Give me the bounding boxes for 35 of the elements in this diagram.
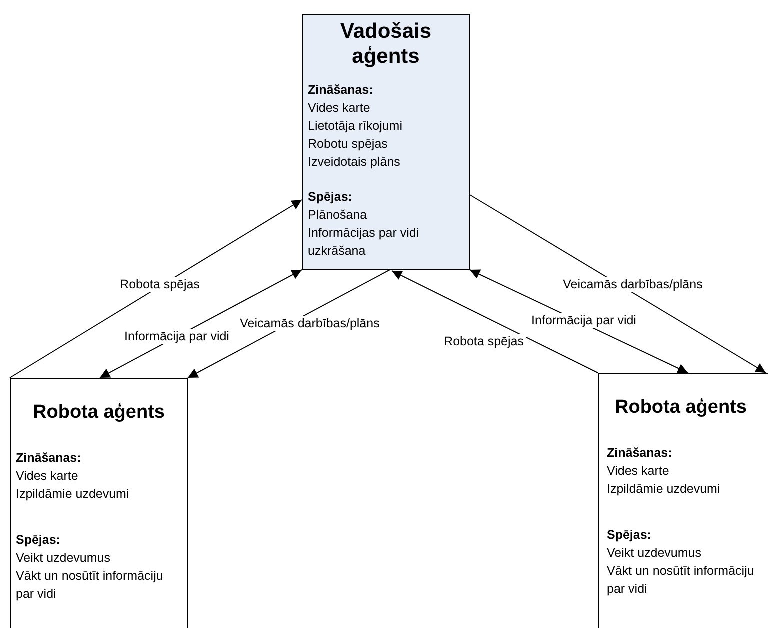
section-heading: Zināšanas: bbox=[16, 450, 82, 467]
section-heading: Spējas: bbox=[607, 527, 652, 544]
list-item: Vides karte bbox=[607, 463, 670, 480]
agent-box bbox=[302, 14, 470, 270]
edge-label: Veicamās darbības/plāns bbox=[238, 316, 382, 332]
agent-box bbox=[598, 373, 768, 628]
list-item: Izveidotais plāns bbox=[308, 154, 402, 171]
edge-label: Robota spējas bbox=[118, 278, 202, 292]
list-item: Robotu spējas bbox=[308, 136, 389, 153]
section-heading: Zināšanas: bbox=[308, 82, 374, 99]
edge-label: Informācija par vidi bbox=[530, 314, 638, 328]
section-heading: Spējas: bbox=[308, 189, 354, 206]
list-item: Informācijas par vidi uzkrāšana bbox=[308, 225, 420, 260]
edge-label: Informācija par vidi bbox=[122, 330, 232, 344]
edge-label: Veicamās darbības/plāns bbox=[561, 278, 705, 292]
edge-label: Robota spējas bbox=[442, 334, 526, 350]
list-item: Vides karte bbox=[16, 468, 80, 485]
arrow bbox=[10, 200, 302, 378]
box-title: Robota aģents bbox=[32, 401, 166, 425]
list-item: Veikt uzdevumus bbox=[16, 550, 112, 567]
list-item: Izpildāmie uzdevumi bbox=[607, 481, 722, 498]
list-item: Vides karte bbox=[308, 100, 372, 117]
list-item: Vākt un nosūtīt informāciju par vidi bbox=[16, 568, 164, 603]
box-title: Vadošais aģents bbox=[339, 19, 433, 69]
list-item: Veikt uzdevumus bbox=[607, 545, 702, 562]
agent-box bbox=[10, 378, 188, 628]
list-item: Izpildāmie uzdevumi bbox=[16, 486, 130, 503]
list-item: Vākt un nosūtīt informāciju par vidi bbox=[607, 563, 756, 598]
section-heading: Spējas: bbox=[16, 532, 62, 549]
arrow bbox=[470, 194, 766, 374]
arrow bbox=[392, 270, 598, 374]
box-title: Robota aģents bbox=[614, 396, 748, 420]
list-item: Lietotāja rīkojumi bbox=[308, 118, 404, 135]
section-heading: Zināšanas: bbox=[607, 445, 674, 462]
list-item: Plānošana bbox=[308, 207, 368, 224]
